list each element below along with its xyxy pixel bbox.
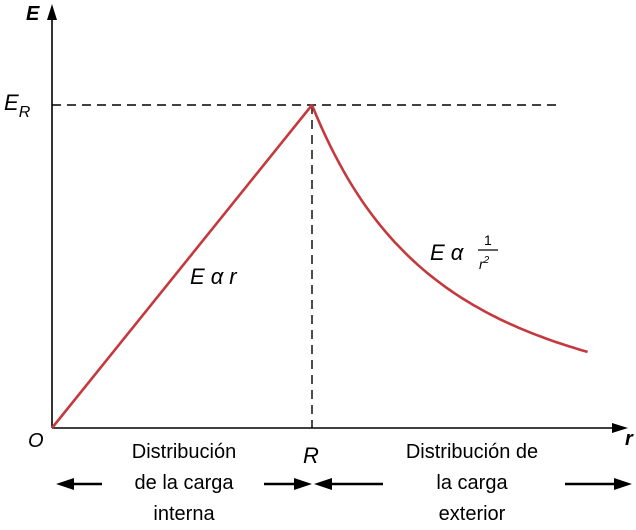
outside-arrow-left-head [314,478,332,490]
annotation-inverse-alpha: α [451,240,465,265]
region-inside-line-3: interna [153,503,215,525]
x-tick-r: R [303,443,319,468]
annotation-inverse-denominator: r2 [479,255,490,272]
region-inside-line-2: de la carga [135,472,235,494]
region-inside-line-1: Distribución [132,441,236,463]
annotation-inverse-r: r [479,256,485,272]
series-inside-line [50,104,314,429]
region-outside-line-2: la carga [436,472,508,494]
origin-label: O [28,430,44,452]
y-tick-er-main: E [4,90,19,115]
annotation-linear-e: E [190,264,205,289]
inside-arrow-right-head [294,478,312,490]
inside-arrow-left-head [56,478,74,490]
y-tick-er-sub: R [19,104,31,121]
y-axis-arrowhead [47,4,57,20]
series-outside-line [310,104,588,354]
outside-arrow-right-head [614,478,632,490]
x-axis-label: r [625,428,634,450]
y-tick-er: ER [4,90,31,121]
annotation-inverse-numerator: 1 [484,232,492,248]
annotation-linear-alpha: α [211,264,225,289]
region-outside-line-1: Distribución de [406,441,538,463]
annotation-linear-r: r [229,264,238,289]
y-axis-label: E [26,3,40,25]
annotation-inverse-e: E [430,240,445,265]
region-outside-line-3: exterior [439,503,506,525]
x-axis-arrowhead [612,423,628,433]
annotation-inverse-exp: 2 [483,255,490,266]
